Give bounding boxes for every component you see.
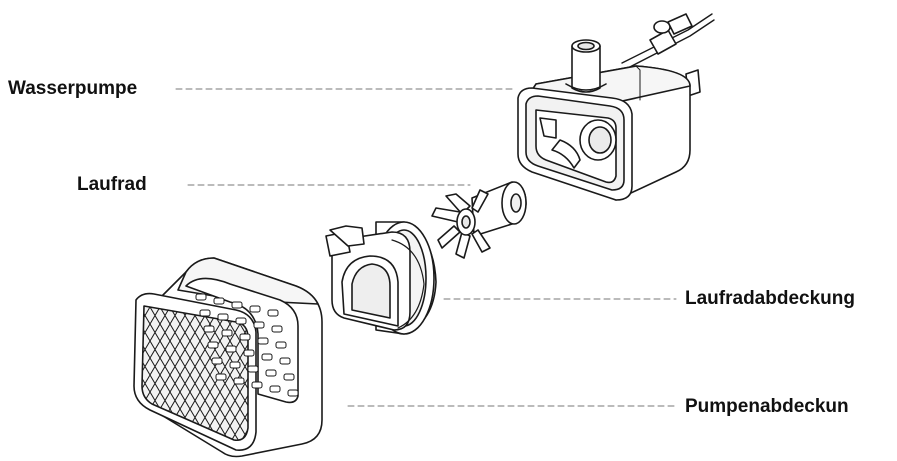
grille-line [219,306,248,441]
impeller-drawing [431,181,527,259]
perforation-slot [265,369,277,377]
perforation-slot [221,329,233,337]
perforation-slot [207,341,219,349]
grille-line [0,290,80,460]
grille-line [0,290,80,460]
pump-outlet-nozzle [571,45,601,93]
perforation-slot [213,297,225,305]
grille-line [142,306,221,441]
perforation-slot [251,381,263,389]
perforation-slot [257,337,269,345]
perforation-slot [275,341,287,349]
grille-line [20,290,120,460]
grille-line [199,306,248,441]
grille-line [10,290,110,460]
grille-line [0,290,100,460]
label-impeller-cover: Laufradabdeckung [685,288,855,309]
perforation-slot [239,333,251,341]
perforation-slot [231,301,243,309]
perforation-slot [287,389,299,397]
grille-line [0,290,100,460]
grille-line [142,306,181,441]
perforation-slot [211,357,223,365]
perforation-slot [233,377,245,385]
grille-line [142,306,201,441]
perforation-slot [249,305,261,313]
grille-line [0,290,90,460]
perforation-slot [225,345,237,353]
grille-line [0,290,90,460]
grille-line [40,290,140,460]
perforation-slot [269,385,281,393]
perforation-slot [271,325,283,333]
impeller-cover-drawing [325,221,437,335]
grille-line [229,306,248,441]
leader-lines [175,88,677,407]
perforation-slot [215,373,227,381]
perforation-slot [229,361,241,369]
label-water-pump: Wasserpumpe [8,78,138,99]
perforation-slot [253,321,265,329]
grille-line [30,290,130,460]
grille-line [40,290,140,460]
perforation-slot [267,309,279,317]
pump-cable [621,13,713,64]
perforation-slot [235,317,247,325]
perforation-slot [261,353,273,361]
water-pump-drawing [517,13,715,201]
grille-line [209,306,248,441]
perforation-slot [195,293,207,301]
grille-line [142,306,191,441]
perforation-slot [279,357,291,365]
grille-line [142,306,171,441]
perforation-slot [203,325,215,333]
grille-line [142,306,211,441]
pump-cover-slots [195,293,299,397]
label-impeller: Laufrad [77,174,147,195]
grille-line [20,290,120,460]
perforation-slot [247,365,259,373]
perforation-slot [217,313,229,321]
grille-line [10,290,110,460]
pump-cover-drawing [133,257,323,458]
perforation-slot [199,309,211,317]
grille-line [30,290,130,460]
perforation-slot [283,373,295,381]
label-pump-cover: Pumpenabdeckun [685,396,849,417]
perforation-slot [243,349,255,357]
